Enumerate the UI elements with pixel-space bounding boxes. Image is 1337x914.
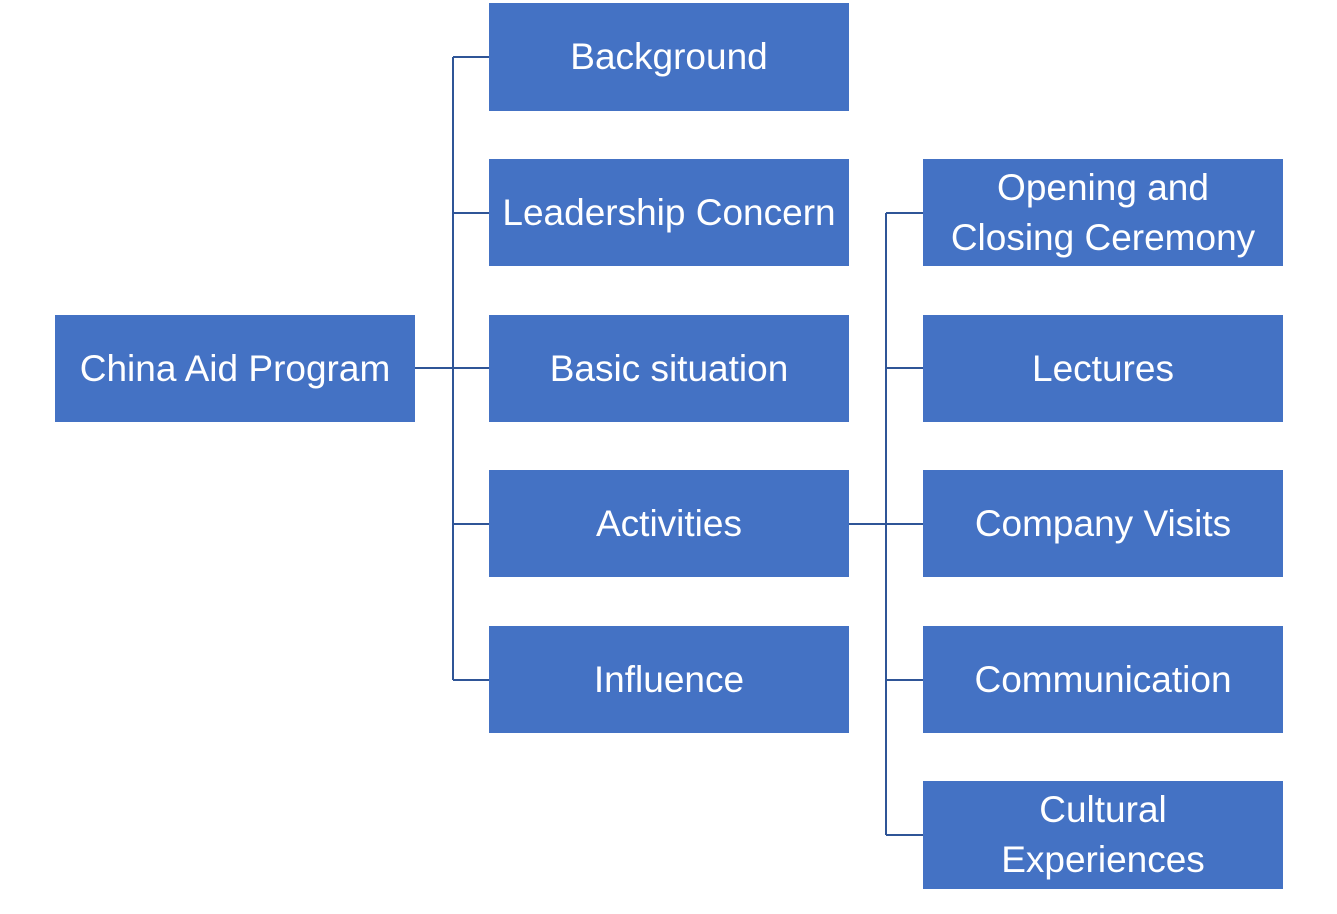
node-cultural-experiences: Cultural Experiences — [923, 781, 1283, 889]
node-company-visits: Company Visits — [923, 470, 1283, 577]
connector-activities-to-children — [849, 212, 923, 836]
node-activities: Activities — [489, 470, 849, 577]
node-label: Activities — [596, 502, 742, 544]
node-label: Communication — [974, 658, 1232, 700]
node-communication: Communication — [923, 626, 1283, 733]
node-influence: Influence — [489, 626, 849, 733]
node-background: Background — [489, 3, 849, 111]
node-label: Opening and Closing Ceremony — [950, 166, 1256, 258]
node-basic-situation: Basic situation — [489, 315, 849, 422]
node-label: Background — [570, 36, 768, 77]
node-label: Leadership Concern — [502, 191, 836, 233]
connector-root-to-level1 — [415, 56, 489, 681]
node-lectures: Lectures — [923, 315, 1283, 422]
node-leadership-concern: Leadership Concern — [489, 159, 849, 266]
node-label: Company Visits — [974, 502, 1232, 544]
root-node-label: China Aid Program — [79, 347, 391, 389]
node-label: Cultural Experiences — [1001, 789, 1205, 880]
node-label: Influence — [593, 658, 745, 700]
node-opening-and-closing-ceremony: Opening and Closing Ceremony — [923, 159, 1283, 266]
node-label: Lectures — [1032, 347, 1174, 389]
node-label: Basic situation — [549, 347, 789, 389]
root-node-china-aid-program: China Aid Program — [55, 315, 415, 422]
